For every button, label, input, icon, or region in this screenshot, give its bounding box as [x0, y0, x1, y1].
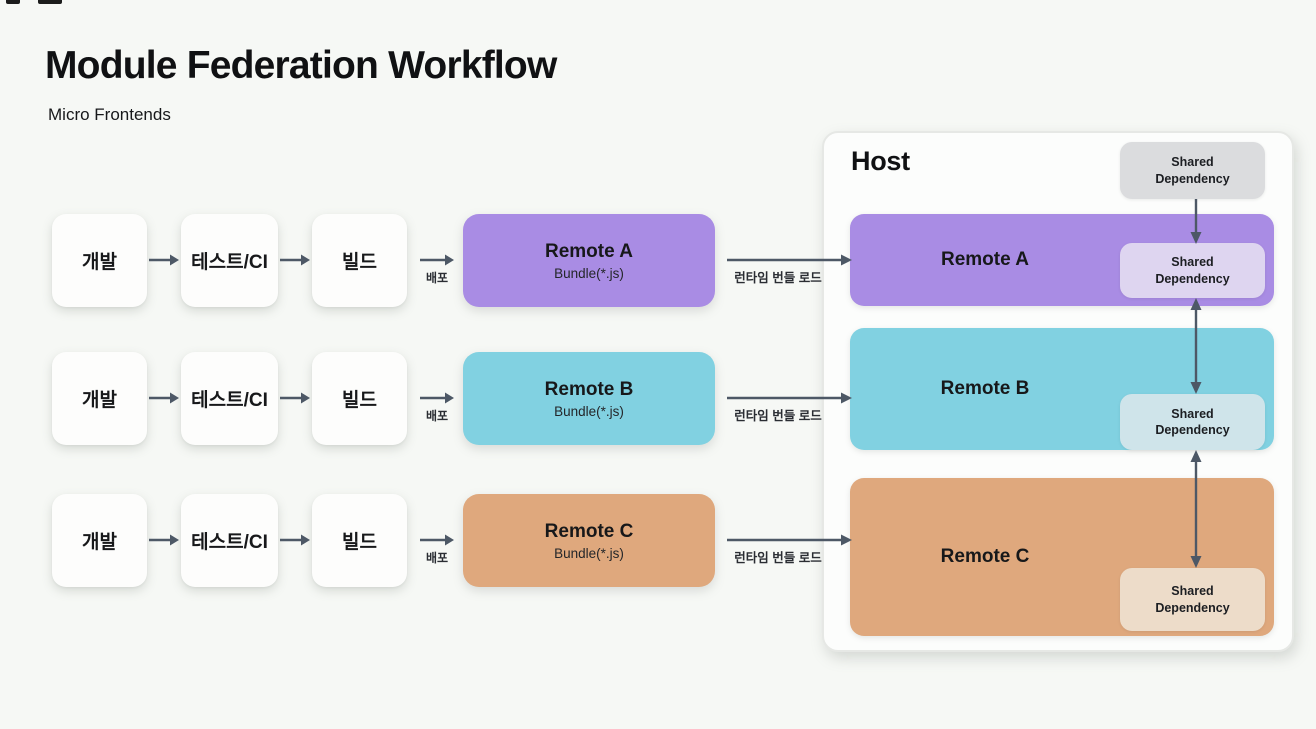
dev-stage-label: 개발 [82, 252, 117, 273]
runtime-load-arrow-c [727, 534, 852, 546]
dev-stage-box-a: 개발 [52, 214, 147, 307]
remote-b-bundle-box: Remote B Bundle(*.js) [463, 352, 715, 445]
test-stage-box-a: 테스트/CI [181, 214, 278, 307]
test-stage-box-c: 테스트/CI [181, 494, 278, 587]
remote-b-name: Remote B [544, 378, 634, 400]
arrow-test-to-build [280, 392, 310, 404]
shared-dependency-label: Shared Dependency [1155, 406, 1230, 437]
remote-b-bundle-label: Bundle(*.js) [554, 403, 624, 419]
arrow-shared-a-b-bidirectional [1190, 298, 1202, 394]
deploy-arrow-a [420, 254, 454, 266]
arrow-test-to-build [280, 534, 310, 546]
test-stage-label: 테스트/CI [191, 252, 268, 273]
host-title: Host [851, 146, 910, 176]
build-stage-box-b: 빌드 [312, 352, 407, 445]
deploy-arrow-b [420, 392, 454, 404]
build-stage-label: 빌드 [342, 390, 377, 411]
runtime-load-label-c: 런타임 번들 로드 [734, 551, 822, 565]
dev-stage-box-c: 개발 [52, 494, 147, 587]
test-stage-label: 테스트/CI [191, 390, 268, 411]
arrow-shared-b-c-bidirectional [1190, 450, 1202, 568]
remote-a-name: Remote A [545, 240, 633, 262]
remote-c-name: Remote C [544, 520, 634, 542]
remote-a-bundle-label: Bundle(*.js) [554, 265, 624, 281]
dev-stage-box-b: 개발 [52, 352, 147, 445]
runtime-load-label-a: 런타임 번들 로드 [734, 271, 822, 285]
page-title: Module Federation Workflow [45, 44, 557, 87]
shared-dependency-label: Shared Dependency [1155, 155, 1230, 186]
deploy-arrow-label: 배포 [425, 551, 449, 565]
screen-artifact [38, 0, 62, 4]
host-remote-b-name: Remote B [940, 378, 1030, 399]
remote-a-shared-dependency-box: Shared Dependency [1120, 243, 1265, 298]
shared-dependency-label: Shared Dependency [1155, 584, 1230, 615]
page-subtitle: Micro Frontends [48, 105, 171, 124]
host-shared-dependency-box: Shared Dependency [1120, 142, 1265, 199]
deploy-arrow-c [420, 534, 454, 546]
remote-b-shared-dependency-box: Shared Dependency [1120, 394, 1265, 450]
build-stage-label: 빌드 [342, 252, 377, 273]
runtime-load-arrow-b [727, 392, 852, 404]
arrow-test-to-build [280, 254, 310, 266]
screen-artifact [6, 0, 20, 4]
test-stage-label: 테스트/CI [191, 532, 268, 553]
test-stage-box-b: 테스트/CI [181, 352, 278, 445]
arrow-dev-to-test [149, 534, 179, 546]
host-remote-a-name: Remote A [941, 249, 1029, 270]
shared-dependency-label: Shared Dependency [1155, 255, 1230, 286]
dev-stage-label: 개발 [82, 532, 117, 553]
runtime-load-label-b: 런타임 번들 로드 [734, 409, 822, 423]
arrow-host-shared-to-remote-a [1190, 199, 1202, 244]
arrow-dev-to-test [149, 392, 179, 404]
arrow-dev-to-test [149, 254, 179, 266]
deploy-arrow-label: 배포 [425, 271, 449, 285]
remote-c-bundle-label: Bundle(*.js) [554, 545, 624, 561]
remote-a-bundle-box: Remote A Bundle(*.js) [463, 214, 715, 307]
build-stage-label: 빌드 [342, 532, 377, 553]
runtime-load-arrow-a [727, 254, 852, 266]
host-remote-c-name: Remote C [940, 546, 1030, 567]
remote-c-bundle-box: Remote C Bundle(*.js) [463, 494, 715, 587]
remote-c-shared-dependency-box: Shared Dependency [1120, 568, 1265, 631]
build-stage-box-c: 빌드 [312, 494, 407, 587]
build-stage-box-a: 빌드 [312, 214, 407, 307]
dev-stage-label: 개발 [82, 390, 117, 411]
deploy-arrow-label: 배포 [425, 409, 449, 423]
